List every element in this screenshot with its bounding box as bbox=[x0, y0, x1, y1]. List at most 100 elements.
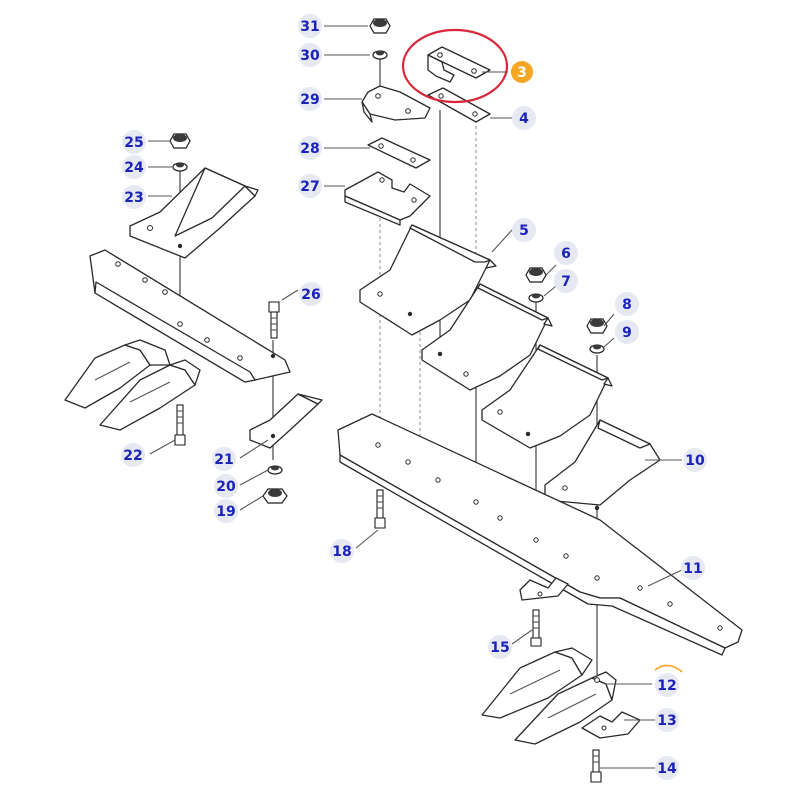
callout-18[interactable]: 18 bbox=[330, 539, 354, 563]
callout-label-5: 5 bbox=[519, 223, 529, 239]
callout-label-12: 12 bbox=[657, 678, 676, 694]
part-4-plate[interactable] bbox=[427, 87, 491, 123]
callout-23[interactable]: 23 bbox=[122, 185, 146, 209]
part-24-washer[interactable] bbox=[172, 162, 188, 172]
callout-label-15: 15 bbox=[490, 640, 509, 656]
accent-arc bbox=[654, 664, 683, 673]
callout-30[interactable]: 30 bbox=[298, 43, 322, 67]
callout-29[interactable]: 29 bbox=[298, 87, 322, 111]
part-31-nut[interactable] bbox=[369, 18, 391, 34]
callout-label-9: 9 bbox=[622, 325, 632, 341]
leader-lines bbox=[148, 25, 683, 769]
callout-badge-7 bbox=[554, 269, 578, 293]
callout-3[interactable]: 3 bbox=[511, 61, 533, 83]
callout-7[interactable]: 7 bbox=[554, 269, 578, 293]
part-29-clamp[interactable] bbox=[361, 85, 431, 123]
callout-badge-26 bbox=[299, 282, 323, 306]
callout-26[interactable]: 26 bbox=[299, 282, 323, 306]
callout-12[interactable]: 12 bbox=[655, 673, 679, 697]
callout-21[interactable]: 21 bbox=[212, 447, 236, 471]
callout-label-30: 30 bbox=[300, 48, 320, 64]
part-30-washer[interactable] bbox=[372, 50, 388, 60]
callout-5[interactable]: 5 bbox=[512, 218, 536, 242]
part-bracket-3rd[interactable] bbox=[481, 344, 613, 449]
callout-badge-4 bbox=[512, 106, 536, 130]
part-11-main-rail[interactable] bbox=[337, 413, 743, 656]
callout-badge-8 bbox=[615, 292, 639, 316]
part-13-clip[interactable] bbox=[581, 711, 641, 739]
part-3-clip[interactable] bbox=[427, 46, 491, 83]
part-14-bolt[interactable] bbox=[590, 749, 602, 783]
callout-label-22: 22 bbox=[123, 448, 142, 464]
callout-badge-19 bbox=[214, 499, 238, 523]
callout-27[interactable]: 27 bbox=[298, 174, 322, 198]
part-18-bolt[interactable] bbox=[374, 489, 386, 529]
callout-badge-5 bbox=[512, 218, 536, 242]
callout-badge-30 bbox=[298, 43, 322, 67]
part-6-nut[interactable] bbox=[525, 267, 547, 283]
part-21-bracket[interactable] bbox=[249, 393, 323, 449]
left-cutting-rail[interactable] bbox=[89, 249, 291, 383]
callout-labels: 31 30 29 28 27 3 4 5 6 7 8 9 10 11 12 13 14 15 18 19 20 21 22 2… bbox=[121, 14, 707, 780]
callout-badge-12 bbox=[655, 673, 679, 697]
part-9-washer[interactable] bbox=[589, 344, 605, 354]
rail-clip[interactable] bbox=[519, 577, 569, 601]
part-5b-bracket[interactable] bbox=[421, 283, 553, 391]
callout-10[interactable]: 10 bbox=[683, 448, 707, 472]
callout-badge-13 bbox=[655, 708, 679, 732]
callout-label-21: 21 bbox=[214, 452, 233, 468]
callout-25[interactable]: 25 bbox=[122, 130, 146, 154]
callout-label-29: 29 bbox=[300, 92, 319, 108]
part-20-washer[interactable] bbox=[267, 465, 283, 475]
part-5-bracket[interactable] bbox=[359, 224, 497, 336]
callout-22[interactable]: 22 bbox=[121, 443, 145, 467]
callout-9[interactable]: 9 bbox=[615, 320, 639, 344]
part-27-plate[interactable] bbox=[344, 171, 431, 226]
callout-badge-11 bbox=[681, 556, 705, 580]
part-8-nut[interactable] bbox=[586, 318, 608, 334]
callout-14[interactable]: 14 bbox=[655, 756, 679, 780]
part-19-nut[interactable] bbox=[262, 488, 288, 504]
callout-13[interactable]: 13 bbox=[655, 708, 679, 732]
callout-31[interactable]: 31 bbox=[298, 14, 322, 38]
callout-badge-23 bbox=[122, 185, 146, 209]
part-15-bolt[interactable] bbox=[530, 609, 542, 647]
part-23-bracket[interactable] bbox=[129, 167, 259, 259]
callout-label-14: 14 bbox=[657, 761, 677, 777]
callout-badge-22 bbox=[121, 443, 145, 467]
callout-badge-14 bbox=[655, 756, 679, 780]
callout-19[interactable]: 19 bbox=[214, 499, 238, 523]
part-10-bracket[interactable] bbox=[544, 419, 661, 511]
callout-badge-20 bbox=[214, 474, 238, 498]
part-22-bolt[interactable] bbox=[174, 404, 186, 446]
callout-label-31: 31 bbox=[300, 19, 319, 35]
callout-label-25: 25 bbox=[124, 135, 143, 151]
callout-label-27: 27 bbox=[300, 179, 319, 195]
part-26-bolt[interactable] bbox=[268, 301, 280, 339]
callout-28[interactable]: 28 bbox=[298, 136, 322, 160]
callout-badge-24 bbox=[122, 155, 146, 179]
callout-badge-18 bbox=[330, 539, 354, 563]
callout-badge-15 bbox=[488, 635, 512, 659]
callout-24[interactable]: 24 bbox=[122, 155, 146, 179]
callout-badge-6 bbox=[554, 241, 578, 265]
callout-8[interactable]: 8 bbox=[615, 292, 639, 316]
callout-6[interactable]: 6 bbox=[554, 241, 578, 265]
part-7-washer[interactable] bbox=[528, 293, 544, 303]
callout-15[interactable]: 15 bbox=[488, 635, 512, 659]
callout-label-19: 19 bbox=[216, 504, 235, 520]
callout-20[interactable]: 20 bbox=[214, 474, 238, 498]
callout-badge-10 bbox=[683, 448, 707, 472]
part-25-nut[interactable] bbox=[169, 133, 191, 149]
callout-label-28: 28 bbox=[300, 141, 319, 157]
highlight-ring bbox=[401, 28, 509, 104]
part-12-teeth[interactable] bbox=[481, 647, 617, 745]
callout-badge-29 bbox=[298, 87, 322, 111]
part-28-plate[interactable] bbox=[367, 137, 431, 169]
left-teeth-pair[interactable] bbox=[64, 339, 201, 431]
callout-11[interactable]: 11 bbox=[681, 556, 705, 580]
callout-label-24: 24 bbox=[124, 160, 144, 176]
callout-badge-31 bbox=[298, 14, 322, 38]
callout-label-20: 20 bbox=[216, 479, 236, 495]
callout-4[interactable]: 4 bbox=[512, 106, 536, 130]
